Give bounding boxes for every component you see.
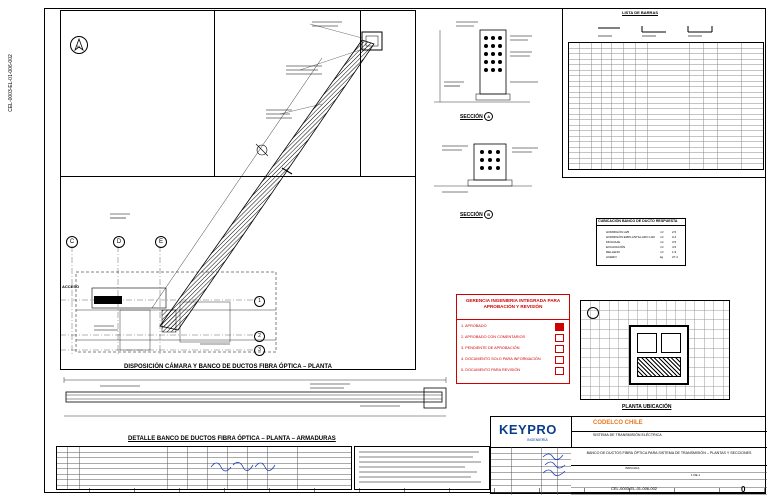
approval-item-2: 2. APROBADO CON COMENTARIOS <box>461 335 526 339</box>
cubication-row-val: 0.4 <box>672 235 677 239</box>
axis-bubble-e: E <box>155 236 167 248</box>
axis-label-e: E <box>158 239 163 245</box>
section-b-title: SECCIÓN B <box>460 210 494 219</box>
client-box: CODELCO CHILE <box>571 417 767 432</box>
axis-bubble-c: C <box>66 236 78 248</box>
bar-list-title: LISTA DE BARRAS <box>622 10 658 15</box>
location-highlight <box>637 357 681 377</box>
plan-grid-line-h <box>60 176 416 177</box>
cubication-row-val: 3.5 <box>672 240 677 244</box>
cubication-table <box>596 218 686 266</box>
project-name: SISTEMA DE TRANSMISIÓN ELÉCTRICA <box>593 433 662 437</box>
access-label: ACCESO <box>62 284 80 289</box>
approval-check-1 <box>555 323 564 331</box>
approval-header: GERENCIA INGENIERIA INTEGRADA PARA APROB… <box>465 298 561 309</box>
title-block: KEYPRO INGENIERÍA CODELCO CHILE SISTEMA … <box>490 416 767 495</box>
drawing-title: BANCO DE DUCTOS FIBRA ÓPTICA PARA SISTEM… <box>586 451 752 455</box>
client-logo: CODELCO CHILE <box>593 420 643 426</box>
section-b-drawing <box>420 132 560 212</box>
section-a-title: SECCIÓN A <box>460 112 494 121</box>
revision-table <box>56 446 352 490</box>
duct-bank-diagonal <box>60 21 383 355</box>
cubication-row: ACERO <box>606 255 617 259</box>
approval-item-1: 1. APROBADO <box>461 324 487 328</box>
brand-box: KEYPRO INGENIERÍA <box>491 417 572 448</box>
north-arrow-icon: N <box>70 36 88 54</box>
axis-label-d: D <box>116 239 122 245</box>
axis-label-c: C <box>69 239 75 245</box>
detail-strip <box>60 376 450 426</box>
cubication-row: HORMIGÓN H25 <box>606 230 630 234</box>
revision-signatures <box>210 462 276 472</box>
approval-stamp: GERENCIA INGENIERIA INTEGRADA PARA APROB… <box>456 294 570 384</box>
location-building <box>629 325 689 385</box>
section-a-label: SECCIÓN <box>460 114 483 120</box>
border-ticks <box>44 488 766 493</box>
scale-value: INDICADA <box>625 466 640 470</box>
cubication-row: EXCAVACIÓN <box>606 245 626 249</box>
brand-sub: INGENIERÍA <box>527 438 548 442</box>
side-code: CEL-0003-EL-01-006-002 <box>8 54 14 112</box>
client-sub: CHILE <box>624 420 643 426</box>
cubication-row-val: 4.5 <box>672 245 677 249</box>
cubication-row: HORMIGÓN EMPLANTILLADO H10 <box>606 235 655 239</box>
detail-title: DETALLE BANCO DE DUCTOS FIBRA ÓPTICA – P… <box>128 436 336 442</box>
cubication-row-val: 2.5 <box>672 230 677 234</box>
bar-table <box>568 42 764 170</box>
cubication-row-unit: m³ <box>660 235 664 239</box>
cubication-header-line <box>596 225 686 226</box>
location-room <box>637 333 657 353</box>
approval-divider <box>457 319 569 320</box>
notes-block <box>354 446 490 490</box>
brand-logo: KEYPRO <box>499 422 557 437</box>
bar-list-panel <box>562 8 766 178</box>
cubication-title: CUBICACIÓN BANCO DE DUCTO RESPUESTA <box>598 219 678 223</box>
approval-check-5 <box>555 367 564 375</box>
row-marker-3-label: 3 <box>258 347 261 353</box>
row-marker-2-label: 2 <box>258 333 261 339</box>
cubication-row: MOLDAJE <box>606 240 621 244</box>
cubication-row-unit: m³ <box>660 250 664 254</box>
cubication-row-val: 1.9 <box>672 250 677 254</box>
svg-text:N: N <box>77 44 80 49</box>
location-title: PLANTA UBICACIÓN <box>622 404 672 410</box>
approval-item-5: 5. DOCUMENTO PARA REVISIÓN <box>461 368 521 372</box>
section-b-label: SECCIÓN <box>460 212 483 218</box>
row-marker-3: 3 <box>254 345 265 356</box>
client-name: CODELCO <box>593 420 623 426</box>
plan-title: DISPOSICIÓN CÁMARA Y BANCO DE DUCTOS FIB… <box>124 364 332 370</box>
approval-check-3 <box>555 345 564 353</box>
section-a-drawing <box>420 12 560 124</box>
axis-bubble-d: D <box>113 236 125 248</box>
drawing-title-box: BANCO DE DUCTOS FIBRA ÓPTICA PARA SISTEM… <box>571 447 767 466</box>
cubication-row-unit: m³ <box>660 230 664 234</box>
approval-check-4 <box>555 356 564 364</box>
cubication-row-unit: m³ <box>660 245 664 249</box>
project-box: SISTEMA DE TRANSMISIÓN ELÉCTRICA <box>571 431 767 448</box>
signature-grid <box>491 447 571 495</box>
plan-grid-line-v <box>214 10 215 176</box>
bar-shapes <box>590 22 740 38</box>
row-marker-1: 1 <box>254 296 265 307</box>
row-marker-1-label: 1 <box>258 298 261 304</box>
plan-grid-line-v2 <box>360 10 361 176</box>
sheet-value: 1 DE 1 <box>691 473 701 477</box>
cubication-row-unit: m² <box>660 240 664 244</box>
section-a-bubble: A <box>484 112 494 121</box>
approval-item-4: 4. DOCUMENTO SOLO PARA INFORMACIÓN <box>461 357 541 361</box>
location-north-icon <box>587 307 599 319</box>
row-marker-2: 2 <box>254 331 265 342</box>
plan-viewport <box>60 10 416 370</box>
location-plan <box>580 300 730 400</box>
cubication-row: RELLENO <box>606 250 621 254</box>
location-room <box>661 333 681 353</box>
approval-check-2 <box>555 334 564 342</box>
section-b-bubble: B <box>484 210 494 219</box>
cubication-row-val: 27.4 <box>672 255 678 259</box>
approval-item-3: 3. PENDIENTE DE APROBACIÓN <box>461 346 520 350</box>
signature-marks <box>542 453 566 476</box>
cubication-row-unit: kg <box>660 255 664 259</box>
